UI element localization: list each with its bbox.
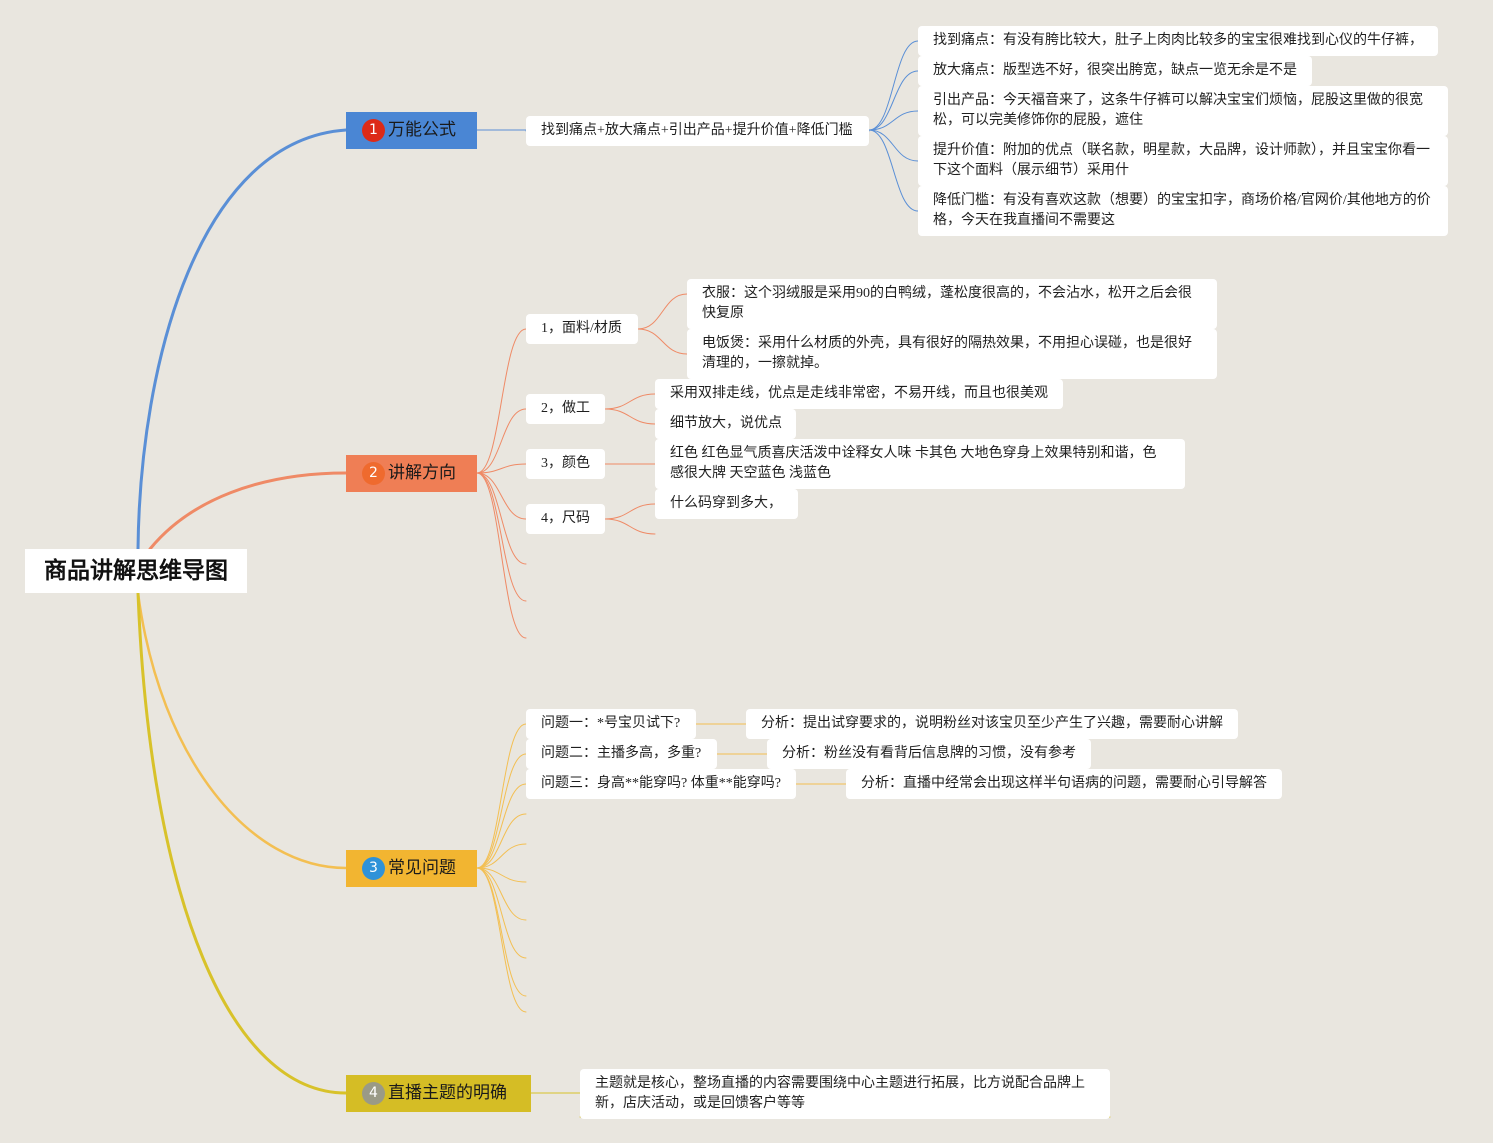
root-to-branch4-line (136, 591, 348, 1095)
craft-detail-line-1 (604, 408, 656, 425)
topic-color[interactable]: 3，颜色 (526, 449, 605, 479)
formula-node[interactable]: 找到痛点+放大痛点+引出产品+提升价值+降低门槛 (526, 116, 869, 146)
detail-clothing[interactable]: 衣服：这个羽绒服是采用90的白鸭绒，蓬松度很高的，不会沾水，松开之后会很快复原 (687, 279, 1217, 329)
topic-size[interactable]: 4，尺码 (526, 504, 605, 534)
branch3-to-question-line-6 (476, 867, 527, 921)
branch2-to-topic-line-2 (476, 463, 527, 474)
branch3-to-question-line-0 (476, 723, 527, 869)
branch3-to-question-line-1 (476, 753, 527, 869)
craft-detail-line-0 (604, 393, 656, 410)
formula-step-raise-value[interactable]: 提升价值：附加的优点（联名款，明星款，大品牌，设计师款），并且宝宝你看一下这个面… (918, 136, 1448, 186)
branch2-to-topic-line-6 (476, 472, 527, 639)
formula-to-step-line-2 (868, 110, 919, 131)
material-detail-line-1 (637, 328, 688, 355)
branch2-to-topic-line-4 (476, 472, 527, 565)
topic-fabric-material[interactable]: 1，面料/材质 (526, 314, 638, 344)
branch-common-questions[interactable]: 3 常见问题 (346, 850, 477, 887)
branch-label: 讲解方向 (388, 463, 456, 483)
branch3-to-question-line-4 (476, 843, 527, 869)
formula-to-step-line-3 (868, 129, 919, 162)
detail-size-fit[interactable]: 什么码穿到多大， (655, 489, 798, 519)
question-1[interactable]: 问题一：*号宝贝试下? (526, 709, 696, 739)
branch2-to-topic-line-3 (476, 472, 527, 520)
branch3-to-question-line-8 (476, 867, 527, 997)
root-to-branch2-line (148, 471, 348, 551)
branch2-to-topic-line-0 (476, 328, 527, 474)
branch2-to-topic-line-1 (476, 408, 527, 474)
number-badge-3-icon: 3 (362, 857, 385, 880)
branch3-to-question-line-7 (476, 867, 527, 959)
number-badge-4-icon: 4 (362, 1082, 385, 1105)
formula-to-step-line-4 (868, 129, 919, 212)
formula-to-step-line-1 (868, 70, 919, 131)
analysis-1[interactable]: 分析：提出试穿要求的，说明粉丝对该宝贝至少产生了兴趣，需要耐心讲解 (746, 709, 1238, 739)
formula-step-find-pain[interactable]: 找到痛点：有没有胯比较大，肚子上肉肉比较多的宝宝很难找到心仪的牛仔裤， (918, 26, 1438, 56)
branch3-to-question-line-9 (476, 867, 527, 1013)
material-detail-line-0 (637, 293, 688, 330)
formula-step-lower-threshold[interactable]: 降低门槛：有没有喜欢这款（想要）的宝宝扣字，商场价格/官网价/其他地方的价格，今… (918, 186, 1448, 236)
analysis-3[interactable]: 分析：直播中经常会出现这样半句语病的问题，需要耐心引导解答 (846, 769, 1282, 799)
branch-label: 直播主题的明确 (388, 1083, 507, 1103)
formula-step-amplify-pain[interactable]: 放大痛点：版型选不好，很突出胯宽，缺点一览无余是不是 (918, 56, 1312, 86)
formula-to-step-line-0 (868, 40, 919, 131)
branch3-to-question-line-5 (476, 867, 527, 883)
branch-label: 万能公式 (388, 120, 456, 140)
question-3[interactable]: 问题三：身高**能穿吗? 体重**能穿吗? (526, 769, 796, 799)
branch3-to-question-line-3 (476, 813, 527, 869)
detail-zoom-details[interactable]: 细节放大，说优点 (655, 409, 796, 439)
detail-double-stitch[interactable]: 采用双排走线，优点是走线非常密，不易开线，而且也很美观 (655, 379, 1063, 409)
root-to-branch3-line (136, 591, 348, 870)
formula-step-introduce-product[interactable]: 引出产品：今天福音来了，这条牛仔裤可以解决宝宝们烦恼，屁股这里做的很宽松，可以完… (918, 86, 1448, 136)
size-detail-line-1 (604, 518, 656, 535)
branch2-to-topic-line-5 (476, 472, 527, 602)
root-topic[interactable]: 商品讲解思维导图 (25, 549, 247, 593)
detail-color-description[interactable]: 红色 红色显气质喜庆活泼中诠释女人味 卡其色 大地色穿身上效果特别和谐，色感很大… (655, 439, 1185, 489)
size-detail-line-0 (604, 503, 656, 520)
question-2[interactable]: 问题二：主播多高，多重? (526, 739, 717, 769)
analysis-2[interactable]: 分析：粉丝没有看背后信息牌的习惯，没有参考 (767, 739, 1091, 769)
branch-live-theme[interactable]: 4 直播主题的明确 (346, 1075, 531, 1112)
number-badge-2-icon: 2 (362, 462, 385, 485)
detail-rice-cooker[interactable]: 电饭煲：采用什么材质的外壳，具有很好的隔热效果，不用担心误碰，也是很好清理的，一… (687, 329, 1217, 379)
branch3-to-question-line-2 (476, 783, 527, 869)
branch-label: 常见问题 (388, 858, 456, 878)
live-theme-note[interactable]: 主题就是核心，整场直播的内容需要围绕中心主题进行拓展，比方说配合品牌上新，店庆活… (580, 1069, 1110, 1119)
root-to-branch1-line (136, 128, 348, 551)
topic-workmanship[interactable]: 2，做工 (526, 394, 605, 424)
number-badge-1-icon: 1 (362, 119, 385, 142)
branch-explanation-direction[interactable]: 2 讲解方向 (346, 455, 477, 492)
branch-universal-formula[interactable]: 1 万能公式 (346, 112, 477, 149)
